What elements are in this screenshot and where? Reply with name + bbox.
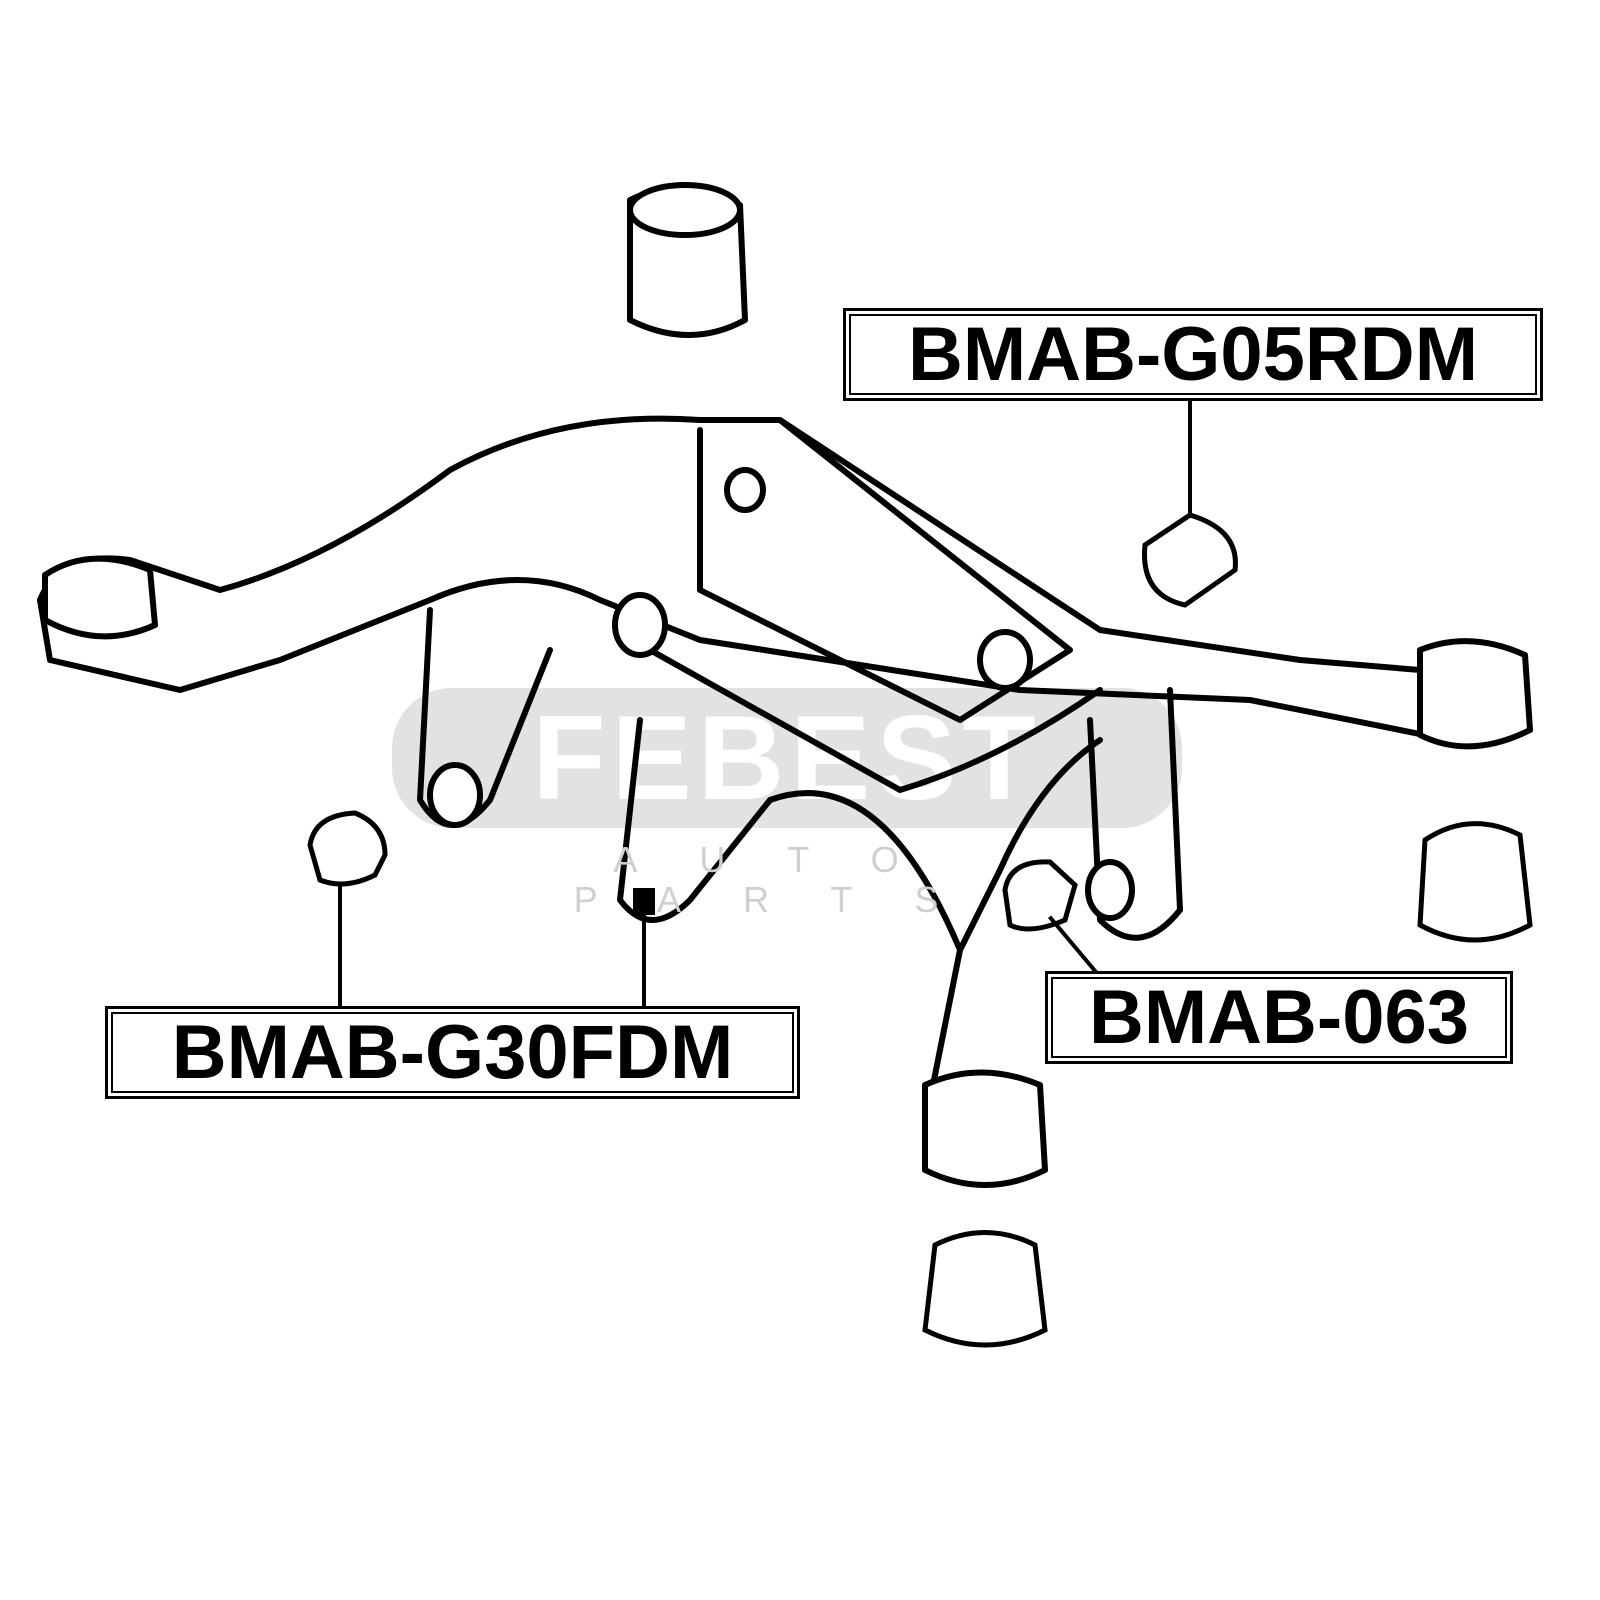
leader-line-g30fdm-right [642,912,646,1010]
bushing-marker [633,888,655,915]
part-number: BMAB-063 [1051,977,1507,1058]
bushing-g30fdm [307,810,388,887]
leader-line-g30fdm-left [338,885,342,1010]
part-number: BMAB-G30FDM [111,1012,794,1093]
bushing-g05rdm [1142,512,1238,608]
bushing-right [1417,821,1533,943]
watermark-tagline: AUTO PARTS [573,839,1001,920]
part-label-g30fdm: BMAB-G30FDM [105,1006,800,1099]
bushing-bottom [922,1230,1048,1348]
part-label-g05rdm: BMAB-G05RDM [843,308,1543,401]
leader-line-g05rdm [1188,397,1192,517]
part-number: BMAB-G05RDM [849,314,1537,395]
bushing-063 [1002,859,1078,932]
part-label-063: BMAB-063 [1045,971,1513,1064]
